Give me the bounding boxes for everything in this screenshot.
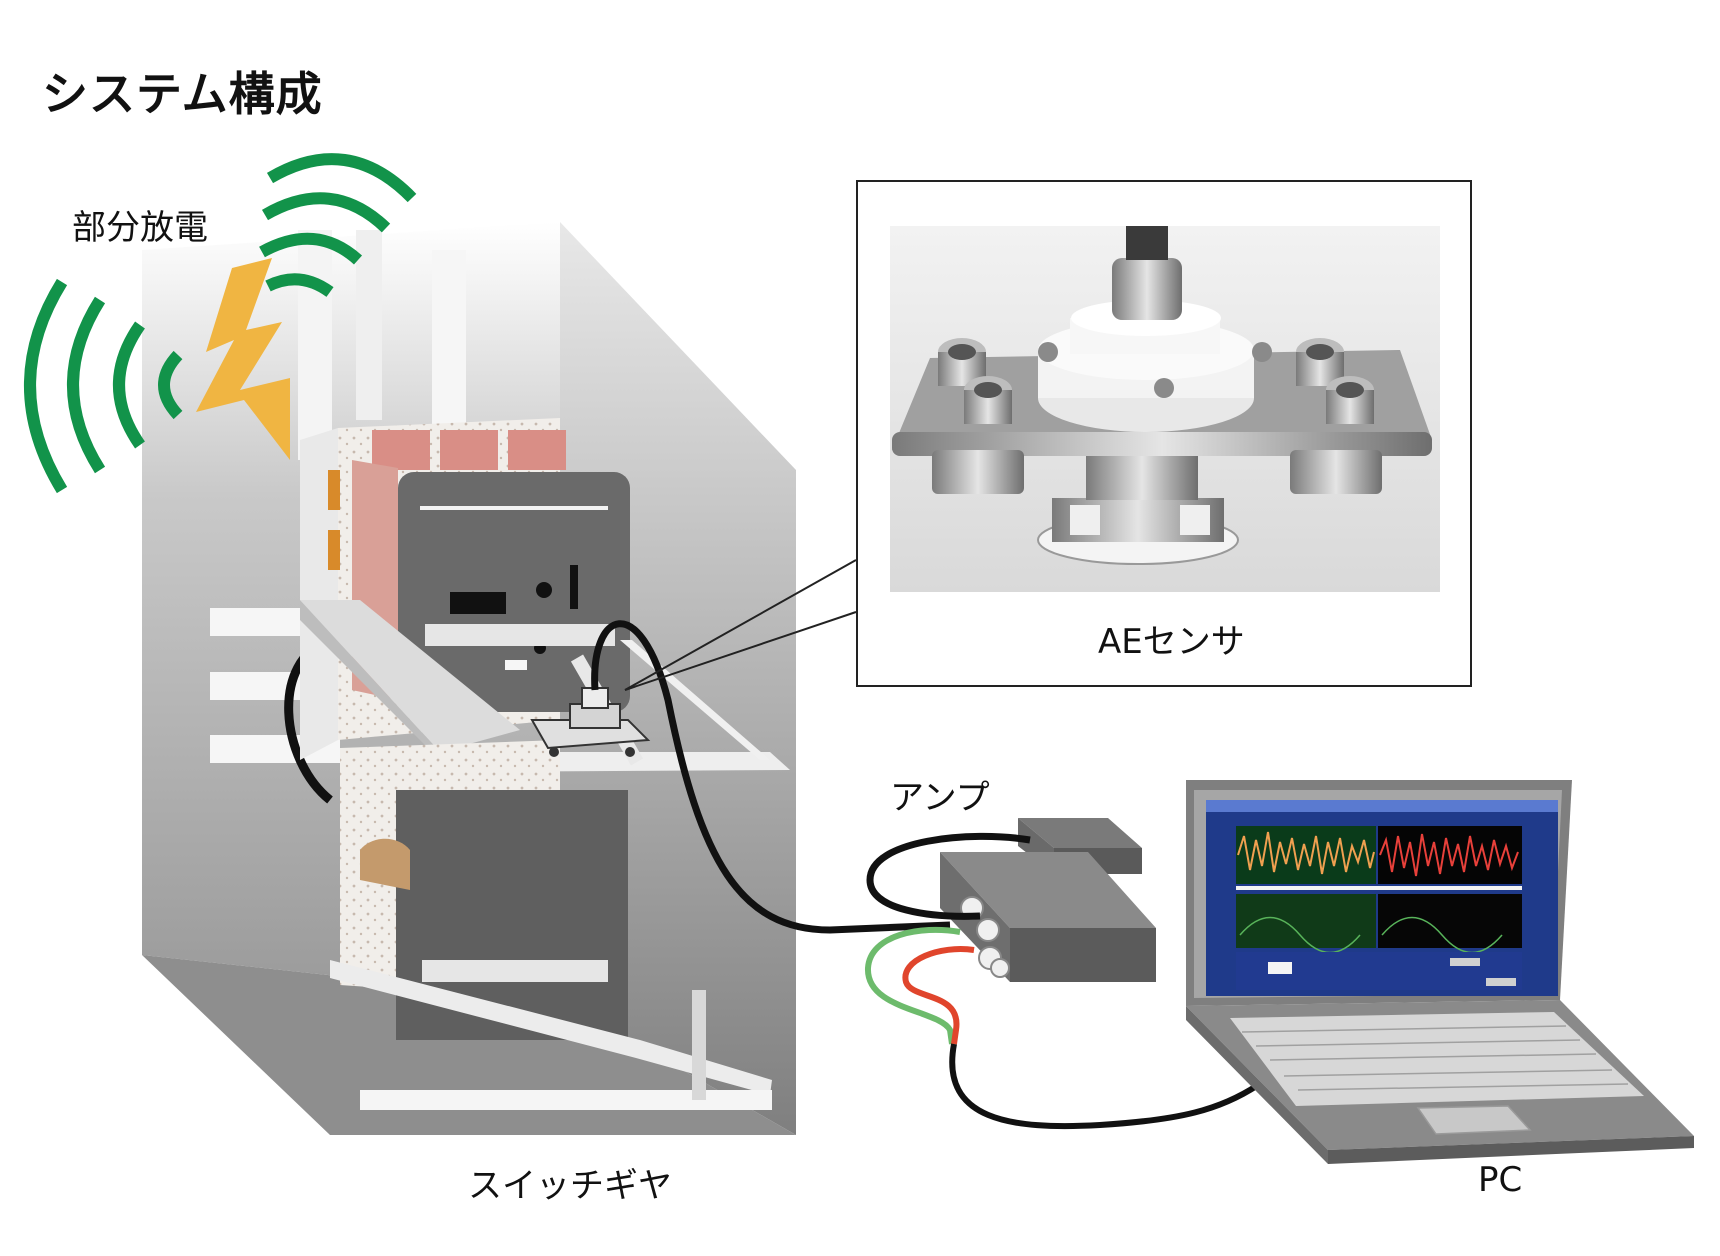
amplifier — [940, 818, 1156, 982]
wave-right-3 — [265, 198, 386, 228]
ae-sensor-photo-layer — [856, 180, 1472, 687]
page-title: システム構成 — [42, 58, 323, 124]
label-partial-discharge: 部分放電 — [72, 200, 208, 249]
wave-right-4 — [270, 159, 412, 198]
label-amp: アンプ — [890, 770, 990, 819]
cable-red — [905, 949, 974, 1044]
wave-left-3 — [73, 300, 100, 470]
cable-to-pc — [952, 1044, 1258, 1126]
wave-left-2 — [119, 325, 140, 445]
laptop-pc — [1186, 780, 1694, 1164]
label-ae-sensor: AEセンサ — [1098, 614, 1245, 663]
wave-left-4 — [30, 282, 62, 490]
label-pc: PC — [1478, 1160, 1522, 1200]
label-switchgear: スイッチギヤ — [468, 1158, 672, 1207]
